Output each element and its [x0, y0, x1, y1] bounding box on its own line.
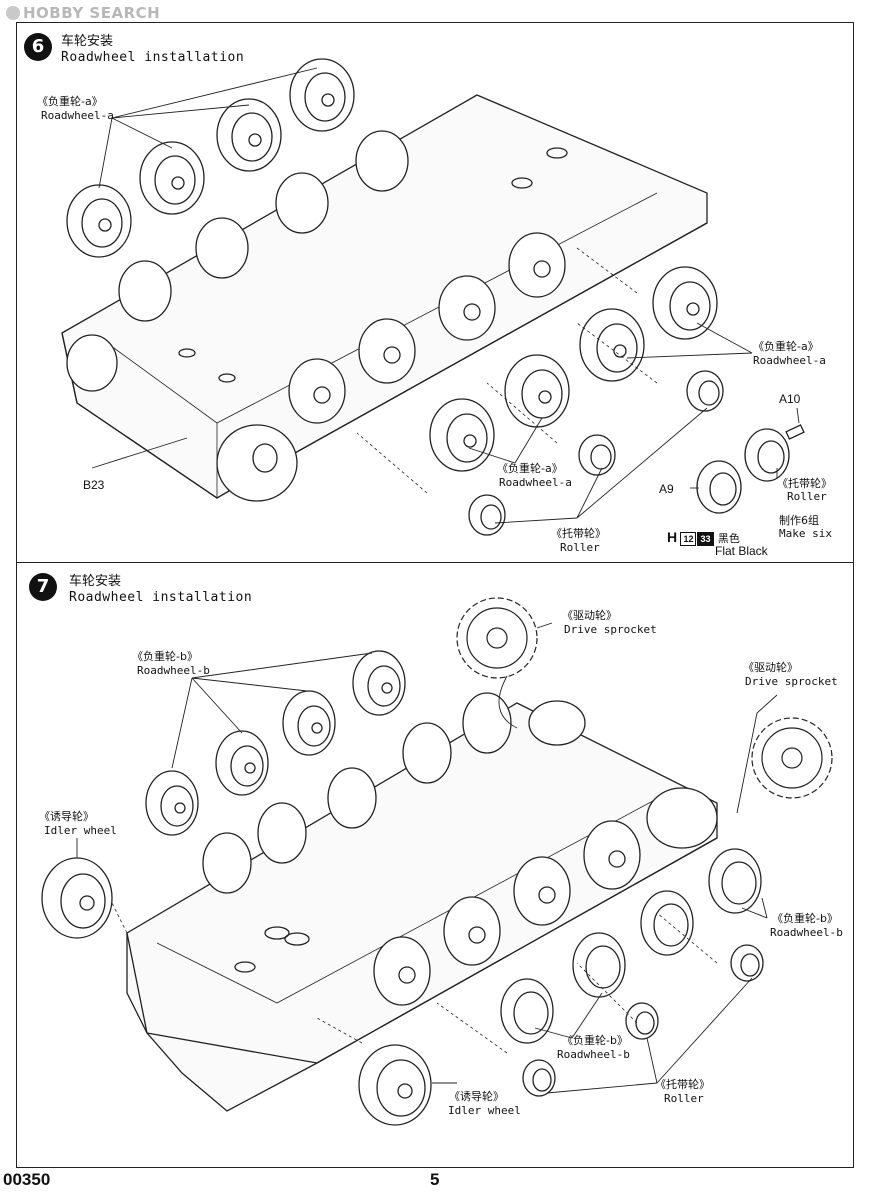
label-roadwheel-b-top-cn: 《负重轮-b》 — [132, 650, 198, 663]
label-make-six-en: Make six — [779, 527, 832, 540]
step-title-cn: 车轮安装 — [69, 574, 122, 589]
label-roller-cn: 《托带轮》 — [551, 527, 606, 540]
roadwheel-a-far-1 — [66, 184, 132, 258]
label-roadwheel-b-top-en: Roadwheel-b — [137, 664, 210, 677]
label-roller-cn: 《托带轮》 — [655, 1078, 710, 1091]
paint-color-cn: 黑色 — [717, 533, 740, 545]
label-roller-detail-cn: 《托带轮》 — [777, 477, 832, 490]
label-drive-sprocket-1-en: Drive sprocket — [564, 623, 657, 636]
logo-icon — [6, 6, 20, 20]
page-number: 5 — [430, 1170, 440, 1189]
step-7-illustration — [41, 597, 833, 1126]
watermark-text: HOBBY SEARCH — [23, 4, 161, 22]
label-roadwheel-b-right-en: Roadwheel-b — [770, 926, 843, 939]
label-drive-sprocket-1-cn: 《驱动轮》 — [562, 609, 617, 622]
part-a9: A9 — [659, 482, 674, 496]
label-idler-bottom-cn: 《诱导轮》 — [449, 1090, 504, 1103]
step-title-en: Roadwheel installation — [69, 590, 253, 605]
label-roller-en: Roller — [664, 1092, 704, 1105]
paint-color-en: Flat Black — [715, 544, 768, 558]
step-title-en: Roadwheel installation — [61, 50, 245, 65]
label-roller-detail-en: Roller — [787, 490, 827, 503]
label-roadwheel-a-top-cn: 《负重轮-a》 — [37, 95, 103, 108]
paint-code-2: 33 — [697, 532, 714, 546]
paint-code-1: 12 — [680, 532, 697, 546]
label-roadwheel-a-top-en: Roadwheel-a — [41, 109, 114, 122]
label-drive-sprocket-2-en: Drive sprocket — [745, 675, 838, 688]
label-roadwheel-a-right-en: Roadwheel-a — [753, 354, 826, 367]
label-roadwheel-a-mid-cn: 《负重轮-a》 — [497, 462, 563, 475]
paint-letter: H — [667, 529, 678, 545]
step-6-illustration — [61, 58, 805, 536]
step-6-panel: 6 车轮安装 Roadwheel installation 《负重轮-a》 Ro… — [16, 22, 854, 564]
label-roadwheel-a-right-cn: 《负重轮-a》 — [753, 340, 819, 353]
label-drive-sprocket-2-cn: 《驱动轮》 — [743, 661, 798, 674]
product-code: 00350 — [3, 1170, 51, 1189]
part-b23: B23 — [83, 478, 105, 492]
label-idler-left-cn: 《诱导轮》 — [39, 810, 94, 823]
label-roadwheel-a-mid-en: Roadwheel-a — [499, 476, 572, 489]
step-number-badge: 7 — [29, 573, 57, 601]
watermark-logo: HOBBY SEARCH — [6, 4, 160, 22]
label-idler-bottom-en: Idler wheel — [448, 1104, 521, 1117]
step-title-cn: 车轮安装 — [61, 34, 114, 49]
label-roller-en: Roller — [560, 541, 600, 554]
label-make-six-cn: 制作6组 — [779, 514, 819, 527]
part-a10: A10 — [779, 392, 801, 406]
label-roadwheel-b-mid-cn: 《负重轮-b》 — [562, 1034, 628, 1047]
step-7-panel: 7 车轮安装 Roadwheel installation 《负重轮-b》 Ro… — [16, 562, 854, 1168]
roadwheel-a-far-3 — [216, 98, 282, 172]
label-idler-left-en: Idler wheel — [44, 824, 117, 837]
step-number-badge: 6 — [24, 33, 52, 61]
label-roadwheel-b-right-cn: 《负重轮-b》 — [772, 912, 838, 925]
roadwheel-a-far-2 — [139, 141, 205, 215]
label-roadwheel-b-mid-en: Roadwheel-b — [557, 1048, 630, 1061]
roadwheel-a-far-4 — [289, 58, 355, 132]
